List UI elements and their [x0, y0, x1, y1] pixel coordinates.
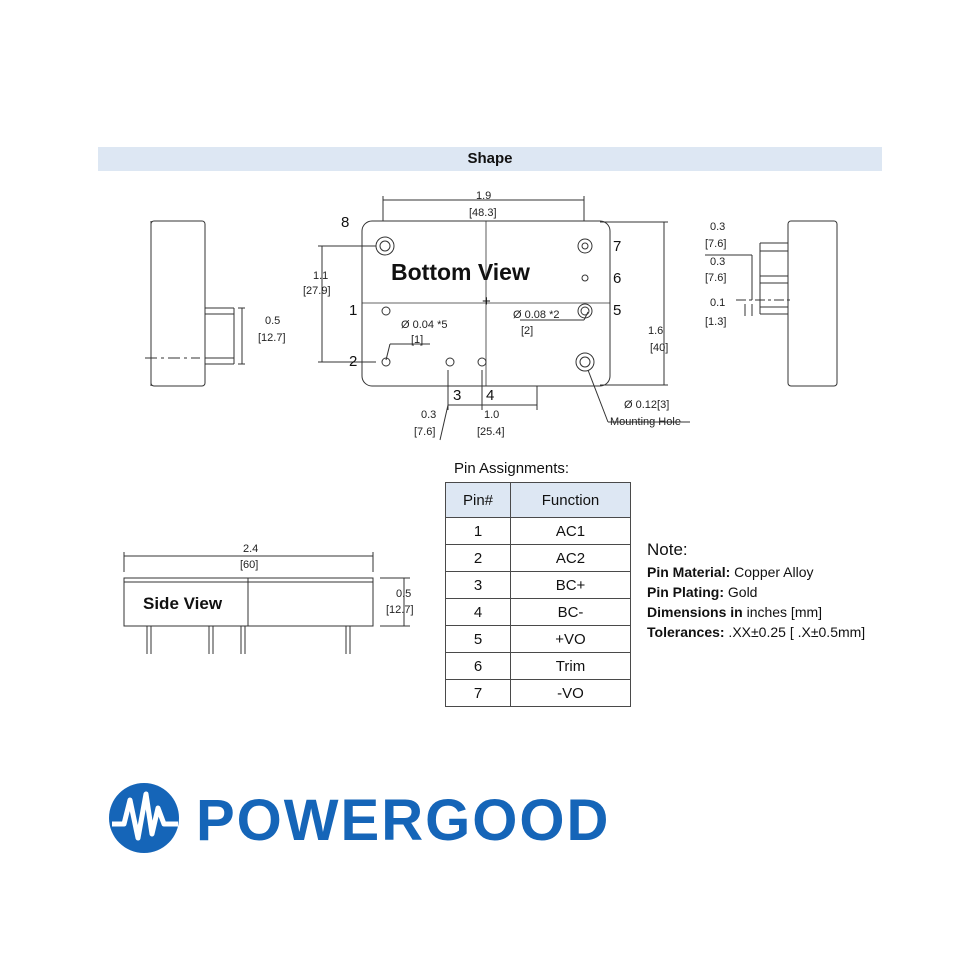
section-title: Shape — [98, 147, 882, 171]
svg-text:0.5: 0.5 — [265, 315, 280, 327]
svg-text:[7.6]: [7.6] — [705, 272, 726, 284]
pin-2 — [381, 357, 391, 367]
svg-text:[7.6]: [7.6] — [414, 426, 435, 438]
pin-label-2: 2 — [349, 353, 357, 370]
mounting-hole — [375, 236, 395, 256]
svg-text:[2]: [2] — [521, 325, 533, 337]
note-line: Pin Material: Copper Alloy — [647, 564, 814, 580]
pin-label-7: 7 — [613, 238, 621, 255]
left-view-body — [150, 220, 206, 387]
svg-text:[27.9]: [27.9] — [303, 285, 331, 297]
svg-text:Ø 0.04 *5: Ø 0.04 *5 — [401, 319, 447, 331]
pin-1 — [381, 306, 391, 316]
svg-text:1.0: 1.0 — [484, 409, 499, 421]
svg-text:Ø 0.08 *2: Ø 0.08 *2 — [513, 309, 559, 321]
svg-text:Ø 0.12[3]: Ø 0.12[3] — [624, 399, 669, 411]
svg-text:0.1: 0.1 — [710, 297, 725, 309]
svg-text:1.1: 1.1 — [313, 270, 328, 282]
pin-label-4: 4 — [486, 387, 494, 404]
column-header-function: Function — [510, 482, 631, 518]
pin-3 — [445, 357, 455, 367]
column-header-pin: Pin# — [445, 482, 511, 518]
note-line: Pin Plating: Gold — [647, 584, 758, 600]
note-heading: Note: — [647, 540, 688, 559]
svg-text:[60]: [60] — [240, 559, 258, 571]
pin-label-5: 5 — [613, 302, 621, 319]
right-view-body — [787, 220, 838, 387]
svg-text:[40]: [40] — [650, 342, 668, 354]
pin-7 — [577, 238, 593, 254]
pin-6 — [581, 274, 589, 282]
svg-text:Mounting Hole: Mounting Hole — [610, 416, 681, 428]
svg-text:1.6: 1.6 — [648, 325, 663, 337]
svg-text:0.5: 0.5 — [396, 588, 411, 600]
svg-text:[1.3]: [1.3] — [705, 316, 726, 328]
side-view-title: Side View — [143, 594, 223, 613]
pin-label-6: 6 — [613, 270, 621, 287]
pin-label-3: 3 — [453, 387, 461, 404]
notes-block: Note: Pin Material: Copper Alloy Pin Pla… — [647, 540, 865, 642]
bottom-view-title: Bottom View — [391, 259, 530, 285]
pin-label-1: 1 — [349, 302, 357, 319]
svg-text:0.3: 0.3 — [421, 409, 436, 421]
table-row: 7-VO — [445, 679, 631, 707]
svg-text:2.4: 2.4 — [243, 543, 258, 555]
mounting-hole-2 — [575, 352, 595, 372]
pin-label-8: 8 — [341, 214, 349, 231]
table-row: 5+VO — [445, 625, 631, 653]
powergood-logo: POWERGOOD — [109, 783, 608, 853]
logo-wordmark: POWERGOOD — [196, 788, 608, 853]
svg-text:0.3: 0.3 — [710, 256, 725, 268]
svg-text:[25.4]: [25.4] — [477, 426, 505, 438]
svg-text:[7.6]: [7.6] — [705, 238, 726, 250]
svg-text:[1]: [1] — [411, 334, 423, 346]
pin-assignments-title: Pin Assignments: — [454, 460, 570, 477]
note-line: Tolerances: .XX±0.25 [ .X±0.5mm] — [647, 624, 866, 640]
svg-text:[48.3]: [48.3] — [469, 207, 497, 219]
svg-text:[12.7]: [12.7] — [258, 332, 286, 344]
svg-text:[12.7]: [12.7] — [386, 604, 414, 616]
svg-text:0.3: 0.3 — [710, 221, 725, 233]
svg-text:+: + — [482, 293, 491, 310]
note-line: Dimensions in inches [mm] — [647, 604, 823, 620]
pin-5 — [577, 303, 593, 319]
svg-text:1.9: 1.9 — [476, 190, 491, 202]
pin-4 — [477, 357, 487, 367]
